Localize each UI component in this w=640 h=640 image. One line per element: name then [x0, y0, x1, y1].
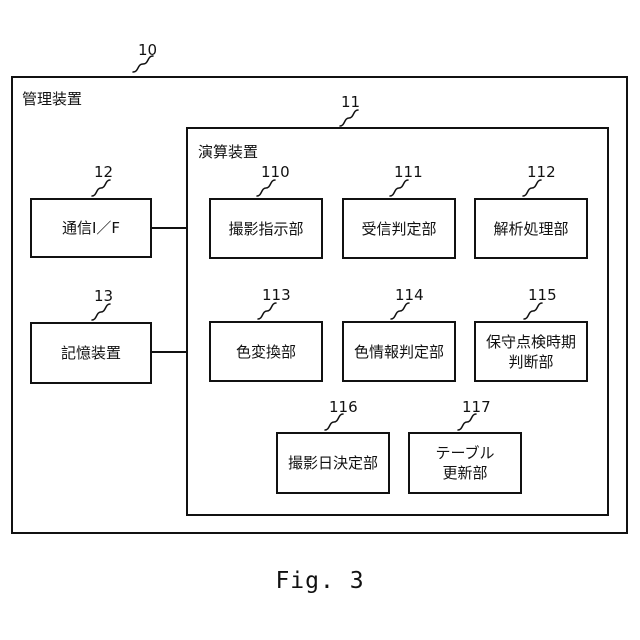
leader-110 [257, 180, 275, 196]
leader-10 [133, 56, 153, 72]
leader-112 [523, 180, 541, 196]
leader-13 [92, 304, 110, 320]
leader-114 [391, 303, 409, 319]
figure-caption: Fig. 3 [0, 568, 640, 594]
leader-113 [258, 303, 276, 319]
leader-11 [340, 110, 358, 126]
leader-12 [92, 180, 110, 196]
leader-117 [458, 414, 476, 430]
leader-111 [390, 180, 408, 196]
leader-116 [325, 414, 343, 430]
leader-115 [524, 303, 542, 319]
